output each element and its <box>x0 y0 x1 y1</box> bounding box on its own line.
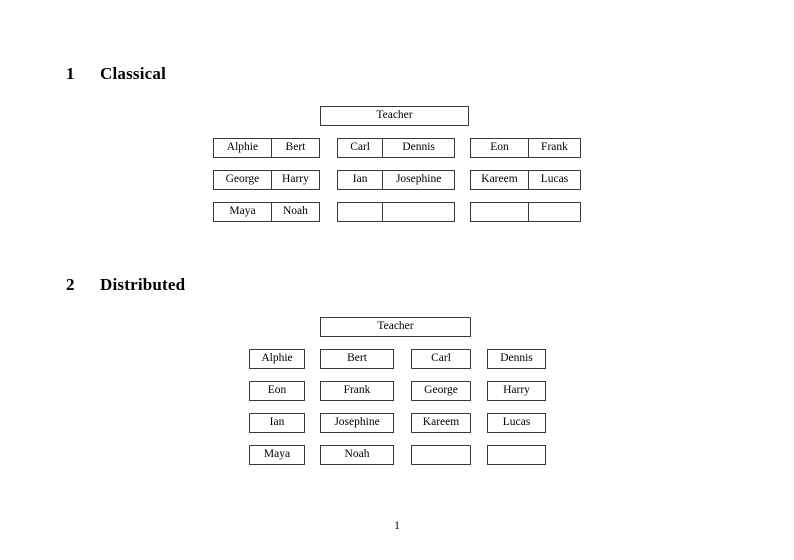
classical-cell-carl: Carl <box>350 141 371 154</box>
classical-right-row-2: Kareem Lucas <box>470 170 581 190</box>
classical-cell-george: George <box>225 173 260 186</box>
classical-middle-row-3 <box>337 202 455 222</box>
classical-cell-empty-3 <box>471 203 528 221</box>
classical-teacher-box: Teacher <box>320 106 469 126</box>
distributed-cell-lucas: Lucas <box>487 413 546 433</box>
classical-middle-row-2: Ian Josephine <box>337 170 455 190</box>
section-heading-classical: 1 Classical <box>66 64 166 84</box>
classical-middle-row-1: Carl Dennis <box>337 138 455 158</box>
distributed-cell-kareem: Kareem <box>411 413 471 433</box>
classical-left-row-2: George Harry <box>213 170 320 190</box>
classical-cell-bert: Bert <box>270 139 319 157</box>
distributed-cell-frank: Frank <box>320 381 394 401</box>
classical-cell-maya: Maya <box>229 205 256 218</box>
classical-left-row-3: Maya Noah <box>213 202 320 222</box>
distributed-cell-empty-1 <box>411 445 471 465</box>
distributed-cell-maya: Maya <box>249 445 305 465</box>
distributed-cell-alphie: Alphie <box>249 349 305 369</box>
classical-cell-lucas: Lucas <box>527 171 580 189</box>
distributed-cell-ian: Ian <box>249 413 305 433</box>
section-number: 1 <box>66 64 75 83</box>
classical-cell-kareem: Kareem <box>481 173 518 186</box>
distributed-cell-noah: Noah <box>320 445 394 465</box>
section-title: Distributed <box>100 275 186 294</box>
classical-cell-eon: Eon <box>490 141 509 154</box>
distributed-cell-george: George <box>411 381 471 401</box>
distributed-cell-bert: Bert <box>320 349 394 369</box>
classical-right-row-1: Eon Frank <box>470 138 581 158</box>
classical-cell-empty-4 <box>527 203 580 221</box>
distributed-cell-josephine: Josephine <box>320 413 394 433</box>
classical-cell-alphie: Alphie <box>226 141 259 154</box>
classical-cell-harry: Harry <box>270 171 319 189</box>
classical-cell-noah: Noah <box>270 203 319 221</box>
classical-cell-josephine: Josephine <box>382 171 454 189</box>
distributed-teacher-box: Teacher <box>320 317 471 337</box>
distributed-cell-eon: Eon <box>249 381 305 401</box>
distributed-cell-empty-2 <box>487 445 546 465</box>
section-number: 2 <box>66 275 75 294</box>
classical-right-row-3 <box>470 202 581 222</box>
classical-cell-empty-2 <box>382 203 454 221</box>
distributed-cell-harry: Harry <box>487 381 546 401</box>
classical-cell-dennis: Dennis <box>382 139 454 157</box>
classical-cell-ian: Ian <box>352 173 368 186</box>
classical-cell-frank: Frank <box>527 139 580 157</box>
classical-cell-empty-1 <box>338 203 382 221</box>
section-heading-distributed: 2 Distributed <box>66 275 185 295</box>
classical-left-row-1: Alphie Bert <box>213 138 320 158</box>
distributed-cell-dennis: Dennis <box>487 349 546 369</box>
page-number: 1 <box>394 520 400 532</box>
distributed-cell-carl: Carl <box>411 349 471 369</box>
section-title: Classical <box>100 64 167 83</box>
